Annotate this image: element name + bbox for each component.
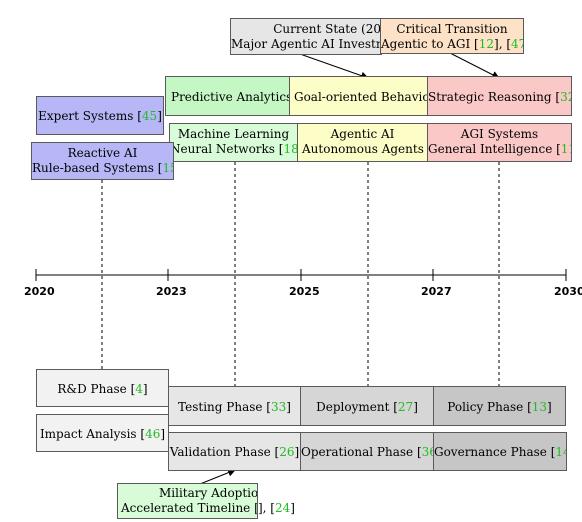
ref-12[interactable]: 12	[478, 37, 495, 51]
ref-13[interactable]: 13	[531, 400, 548, 414]
accelerated-timeline-label: Accelerated Timeline [	[121, 501, 258, 515]
expert-systems-label: Expert Systems [	[38, 109, 142, 123]
ref-end: ]	[547, 400, 552, 414]
machine-learning-line1: Machine Learning	[177, 127, 290, 141]
military-adoption-overflow: ], [24]	[258, 501, 295, 516]
arrow-current-state	[299, 53, 369, 80]
ref-end: ]	[142, 382, 148, 396]
current-state-callout: Current State (20 Major Agentic AI Inves…	[230, 18, 382, 55]
testing-phase-label: Testing Phase [	[178, 400, 271, 414]
ref-47[interactable]: 47	[511, 37, 523, 51]
ref-11[interactable]: 11	[560, 142, 571, 156]
tick-label-2023: 2023	[156, 285, 187, 298]
neural-networks-label: Neural Networks [	[170, 142, 284, 156]
governance-phase-label: Governance Phase [	[434, 445, 556, 459]
reactive-ai-line2: Rule-based Systems [15]	[32, 161, 173, 176]
critical-transition-text: Agentic to AGI [	[381, 37, 479, 51]
ref-end: ]	[290, 501, 295, 515]
ref-separator: ], [	[494, 37, 512, 51]
ref-18[interactable]: 18	[283, 142, 298, 156]
ref-end: ]	[413, 400, 418, 414]
ref-26[interactable]: 26	[279, 445, 295, 459]
validation-phase-label: Validation Phase [	[169, 445, 280, 459]
ref-end: ]	[160, 427, 166, 441]
current-state-line1: Current State (20	[273, 22, 381, 36]
ref-end: ]	[294, 445, 300, 459]
agi-systems-line2: General Intelligence [11]	[428, 142, 571, 157]
ref-end: ]	[157, 109, 162, 123]
general-intelligence-label: General Intelligence [	[428, 142, 561, 156]
reactive-ai-box: Reactive AI Rule-based Systems [15]	[31, 142, 174, 180]
strategic-reasoning-box: Strategic Reasoning [32]	[427, 76, 572, 116]
critical-transition-callout: Critical Transition Agentic to AGI [12],…	[380, 18, 524, 54]
military-adoption-line2: Accelerated Timeline [19	[121, 501, 257, 516]
ref-14[interactable]: 14	[555, 445, 566, 459]
operational-phase-box: Operational Phase [36]	[300, 432, 434, 471]
ref-32[interactable]: 32	[560, 90, 571, 104]
tick-label-2030: 2030	[554, 285, 582, 298]
predictive-analytics-box: Predictive Analytics [	[165, 76, 290, 116]
tick-label-2025: 2025	[289, 285, 320, 298]
arrow-critical-transition	[449, 52, 500, 79]
ref-separator: ], [	[258, 501, 275, 515]
rd-phase-box: R&D Phase [4]	[36, 369, 169, 407]
ref-36[interactable]: 36	[421, 445, 433, 459]
reactive-ai-line1: Reactive AI	[67, 146, 138, 160]
impact-analysis-label: Impact Analysis [	[39, 427, 146, 441]
autonomous-agents-label: Autonomous Agents [	[302, 142, 428, 156]
tick-label-2020: 2020	[24, 285, 55, 298]
critical-transition-line2: Agentic to AGI [12], [47]	[381, 37, 523, 52]
ref-33[interactable]: 33	[270, 400, 287, 414]
governance-phase-box: Governance Phase [14]	[433, 432, 567, 471]
deployment-box: Deployment [27]	[300, 386, 434, 426]
current-state-line2: Major Agentic AI Investme	[231, 37, 382, 51]
operational-phase-label: Operational Phase [	[301, 445, 422, 459]
policy-phase-box: Policy Phase [13]	[433, 386, 566, 426]
ref-45[interactable]: 45	[141, 109, 158, 123]
ref-4[interactable]: 4	[135, 382, 143, 396]
ref-27[interactable]: 27	[397, 400, 414, 414]
tick-label-2027: 2027	[421, 285, 452, 298]
validation-phase-box: Validation Phase [26]	[168, 432, 301, 471]
rd-phase-label: R&D Phase [	[57, 382, 136, 396]
ref-46[interactable]: 46	[145, 427, 161, 441]
agi-systems-line1: AGI Systems	[460, 127, 539, 141]
goal-oriented-box: Goal-oriented Behavior [	[289, 76, 429, 116]
ref-end: ]	[286, 400, 291, 414]
impact-analysis-box: Impact Analysis [46]	[36, 414, 169, 452]
ref-24[interactable]: 24	[275, 501, 291, 515]
agi-systems-box: AGI Systems General Intelligence [11]	[427, 123, 572, 162]
expert-systems-box: Expert Systems [45]	[36, 96, 164, 135]
deployment-label: Deployment [	[316, 400, 398, 414]
predictive-analytics-label: Predictive Analytics [	[171, 90, 290, 104]
critical-transition-line1: Critical Transition	[396, 22, 508, 36]
ref-15[interactable]: 15	[162, 161, 173, 175]
policy-phase-label: Policy Phase [	[447, 400, 532, 414]
testing-phase-box: Testing Phase [33]	[168, 386, 301, 426]
machine-learning-box: Machine Learning Neural Networks [18]	[169, 123, 298, 162]
agentic-ai-box: Agentic AI Autonomous Agents [	[297, 123, 428, 162]
machine-learning-line2: Neural Networks [18]	[170, 142, 297, 157]
military-adoption-callout: Military Adoption Accelerated Timeline […	[117, 483, 258, 519]
goal-oriented-label: Goal-oriented Behavior [	[294, 90, 429, 104]
agentic-ai-line1: Agentic AI	[330, 127, 395, 141]
strategic-reasoning-label: Strategic Reasoning [	[428, 90, 561, 104]
agentic-ai-line2: Autonomous Agents [	[298, 142, 427, 157]
rule-based-label: Rule-based Systems [	[32, 161, 163, 175]
military-adoption-line1: Military Adoption	[159, 486, 258, 500]
